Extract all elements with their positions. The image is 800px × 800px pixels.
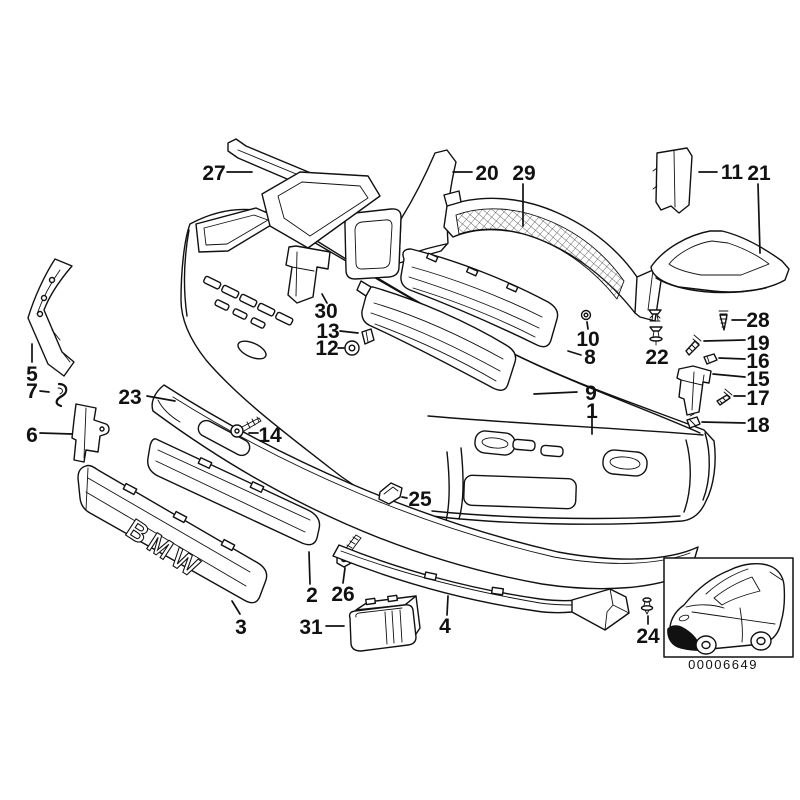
callout-part-27[interactable]: 27 [202, 162, 225, 185]
part-bracket-6 [71, 403, 110, 463]
part-slotted-grille-9 [356, 280, 517, 391]
callout-part-19[interactable]: 19 [746, 332, 769, 355]
leader-line-21 [757, 183, 761, 254]
callout-part-28[interactable]: 28 [746, 309, 770, 332]
callout-part-10[interactable]: 10 [576, 328, 599, 351]
car-inset: 00006649 [663, 557, 794, 672]
expanding-rivet-icon-22 [648, 309, 663, 346]
leader-line-23 [146, 395, 176, 402]
leader-line-15 [712, 373, 746, 378]
callout-part-30[interactable]: 30 [314, 300, 337, 323]
callout-part-24[interactable]: 24 [636, 625, 660, 648]
screw-icon-10 [580, 309, 592, 321]
callout-part-5[interactable]: 5 [26, 363, 38, 386]
part-corner-cover-21 [650, 230, 790, 294]
part-corner-moulding-5 [27, 258, 75, 377]
callout-part-8[interactable]: 8 [584, 346, 596, 369]
part-bracket-15 [676, 365, 712, 416]
callout-part-3[interactable]: 3 [235, 616, 247, 639]
leader-line-25 [401, 496, 408, 499]
clip-icon-18 [686, 413, 701, 429]
part-air-duct-20 [344, 149, 457, 280]
leader-line-10 [586, 321, 589, 330]
leader-line-2 [308, 551, 311, 585]
part-bracket-11 [652, 147, 693, 214]
inset-image-code: 00006649 [688, 657, 758, 672]
callout-part-17[interactable]: 17 [746, 387, 769, 410]
part-clip-13 [361, 328, 375, 345]
part-clip-7 [55, 382, 68, 408]
car-illustration [667, 562, 786, 655]
callout-part-6[interactable]: 6 [26, 424, 38, 447]
part-impact-absorber-2 [147, 438, 321, 546]
leader-line-13 [339, 330, 359, 334]
part-trim-strip-27 [227, 138, 381, 249]
leader-line-8 [567, 350, 582, 356]
leader-line-18 [701, 421, 746, 424]
callout-part-2[interactable]: 2 [306, 584, 318, 607]
expanding-rivet-icon-24 [640, 597, 654, 615]
callout-part-15[interactable]: 15 [746, 368, 770, 391]
part-screw-14 [230, 416, 262, 438]
callout-part-11[interactable]: 11 [721, 161, 744, 184]
leader-line-4 [446, 595, 449, 616]
leader-line-26 [342, 567, 346, 584]
callout-part-1[interactable]: 1 [586, 400, 598, 423]
callout-part-29[interactable]: 29 [512, 162, 535, 185]
part-mesh-grille-29 [443, 190, 662, 322]
part-lower-strip-4 [332, 544, 630, 631]
screw-icon-28 [718, 310, 729, 331]
leader-line-3 [231, 600, 241, 615]
callout-part-18[interactable]: 18 [746, 414, 770, 437]
part-slotted-grille-8 [400, 248, 559, 348]
part-trim-strip-23 [151, 384, 699, 590]
callout-part-9[interactable]: 9 [585, 382, 597, 405]
part-bracket-30 [285, 245, 331, 304]
leader-line-7 [39, 390, 50, 393]
callout-part-14[interactable]: 14 [258, 424, 282, 447]
callout-part-21[interactable]: 21 [747, 162, 771, 185]
leader-line-6 [39, 432, 73, 435]
leader-line-9 [533, 391, 578, 395]
callout-part-7[interactable]: 7 [26, 380, 38, 403]
part-grommet-12 [344, 340, 360, 356]
clip-icon-16 [703, 353, 718, 365]
callout-part-31[interactable]: 31 [299, 616, 323, 639]
leader-line-30 [321, 293, 328, 304]
screw-icon-17 [716, 388, 733, 406]
callout-part-16[interactable]: 16 [746, 350, 769, 373]
callout-part-4[interactable]: 4 [439, 615, 451, 638]
leader-line-16 [718, 357, 746, 360]
callout-part-23[interactable]: 23 [118, 386, 141, 409]
callout-part-12[interactable]: 12 [315, 337, 338, 360]
callout-part-13[interactable]: 13 [316, 320, 339, 343]
screw-icon-19 [685, 334, 702, 356]
callout-part-20[interactable]: 20 [475, 162, 498, 185]
leader-line-19 [703, 339, 746, 342]
callout-part-26[interactable]: 26 [331, 583, 354, 606]
part-clip-25 [378, 482, 403, 505]
part-duct-grille-31 [348, 594, 421, 652]
callout-part-25[interactable]: 25 [408, 488, 432, 511]
callout-part-22[interactable]: 22 [645, 346, 668, 369]
